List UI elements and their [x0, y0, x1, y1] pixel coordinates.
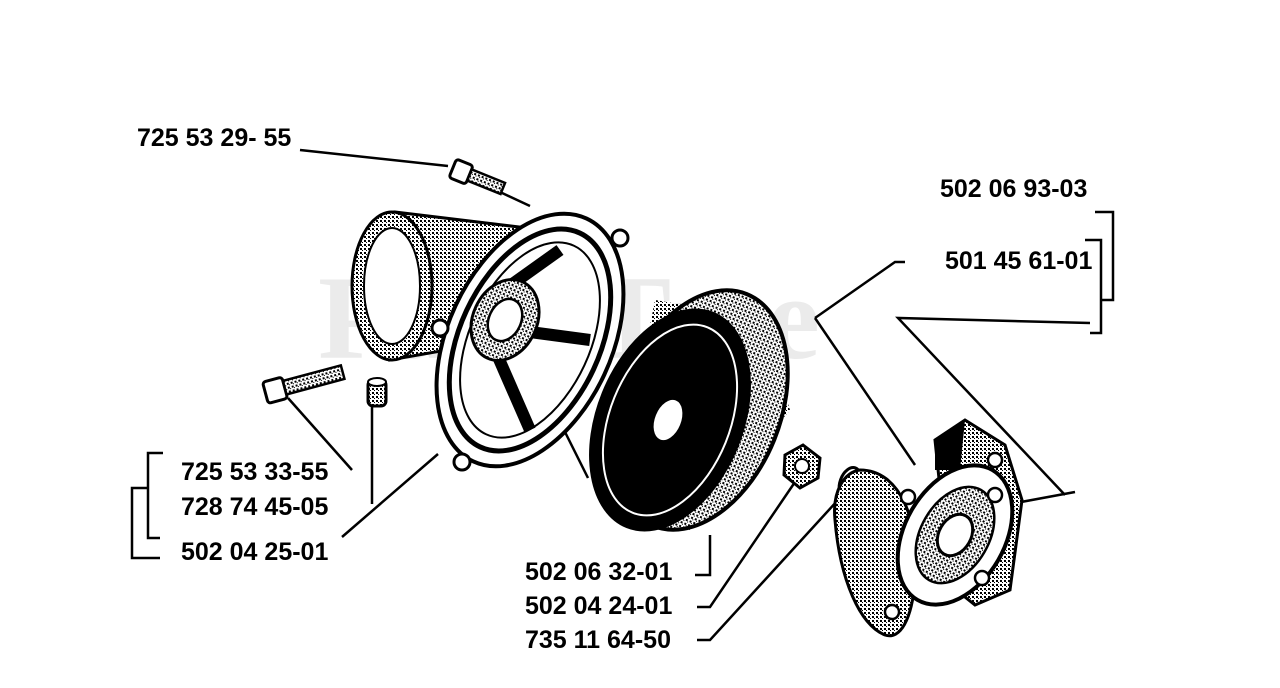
leader-drum-2	[563, 431, 590, 479]
screw-part	[261, 363, 346, 405]
label-728-74-45-05[interactable]: 728 74 45-05	[181, 493, 329, 521]
leader-bolt-top-2	[499, 190, 531, 208]
leader-clutch-c	[895, 316, 1091, 496]
leader-washer	[697, 499, 839, 642]
label-725-53-29-55[interactable]: 725 53 29- 55	[137, 124, 292, 152]
drum-part	[589, 288, 790, 532]
bracket-left-inner	[146, 451, 163, 540]
label-735-11-64-50[interactable]: 735 11 64-50	[525, 626, 671, 654]
label-502-04-24-01[interactable]: 502 04 24-01	[525, 592, 673, 620]
label-725-53-33-55[interactable]: 725 53 33-55	[181, 458, 329, 486]
leader-screw	[287, 397, 353, 471]
leader-clutch-b	[813, 317, 917, 466]
small-nut-part	[366, 377, 388, 408]
clutch-assembly-part	[833, 418, 1024, 638]
nut-part	[782, 443, 822, 490]
bracket-left-outer	[130, 486, 160, 560]
label-502-06-93-03[interactable]: 502 06 93-03	[940, 175, 1088, 203]
housing-part	[350, 210, 630, 472]
label-501-45-61-01[interactable]: 501 45 61-01	[945, 247, 1093, 275]
label-502-04-25-01[interactable]: 502 04 25-01	[181, 538, 329, 566]
bolt-part	[448, 158, 507, 196]
leader-housing	[341, 453, 439, 538]
bracket-inner-right	[1085, 238, 1103, 335]
bracket-outer-right	[1095, 210, 1115, 302]
leader-lines	[130, 148, 1115, 642]
label-502-06-32-01[interactable]: 502 06 32-01	[525, 558, 673, 586]
leader-nut	[697, 481, 797, 609]
leader-bolt-top	[299, 148, 449, 168]
leader-clutch-a	[814, 260, 905, 320]
leader-drum	[695, 535, 712, 577]
